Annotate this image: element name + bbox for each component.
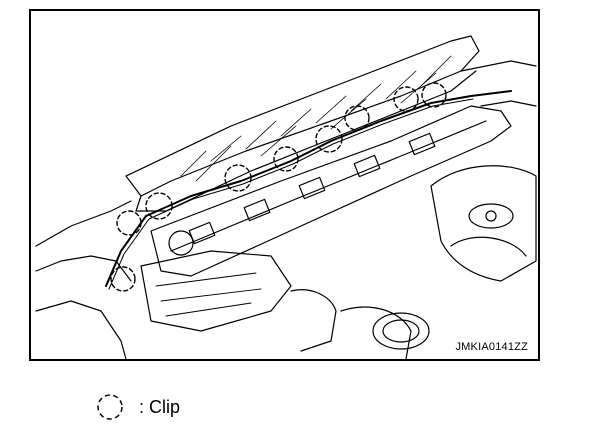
legend-label: : Clip — [139, 396, 181, 417]
cowl-top — [460, 60, 537, 72]
clip-icon — [344, 105, 370, 131]
strut-contour — [450, 236, 527, 257]
clip-markers — [110, 82, 447, 292]
pipe-bore — [382, 319, 420, 343]
fender-lower — [35, 255, 132, 282]
cover-ribs — [155, 272, 262, 317]
strut-mount — [468, 203, 514, 229]
manifold-rib — [170, 120, 487, 252]
clip-icon — [421, 82, 447, 108]
hood-panel — [125, 35, 480, 197]
strut-bolt — [485, 210, 497, 222]
clip-icon — [273, 146, 299, 172]
pipe-end — [372, 312, 430, 350]
clip-icon — [145, 192, 173, 220]
legend: : Clip — [95, 392, 180, 422]
clip-icon — [393, 86, 419, 112]
hood-hatching — [180, 55, 452, 182]
bolt-boss — [168, 230, 194, 256]
wiring-harness — [105, 90, 512, 287]
wiring-harness-inner — [108, 98, 474, 290]
clip-icon — [110, 266, 136, 292]
hose-lower — [290, 289, 337, 352]
dashed-circle-icon — [97, 394, 123, 420]
strut-tower — [430, 165, 537, 282]
engine-diagram-frame: JMKIA0141ZZ — [29, 9, 540, 361]
figure-code: JMKIA0141ZZ — [453, 341, 530, 353]
clip-icon — [116, 210, 142, 236]
bumper-edge — [35, 300, 127, 359]
engine-compartment-illustration — [35, 35, 537, 359]
cowl-edge — [480, 100, 537, 107]
intake-manifold — [150, 105, 512, 277]
hood-lower-edge — [135, 70, 477, 212]
clip-icon — [224, 164, 252, 192]
hose-right — [340, 306, 412, 359]
fender-line — [35, 200, 132, 247]
clip-icon — [315, 125, 343, 153]
engine-cover — [140, 250, 292, 332]
